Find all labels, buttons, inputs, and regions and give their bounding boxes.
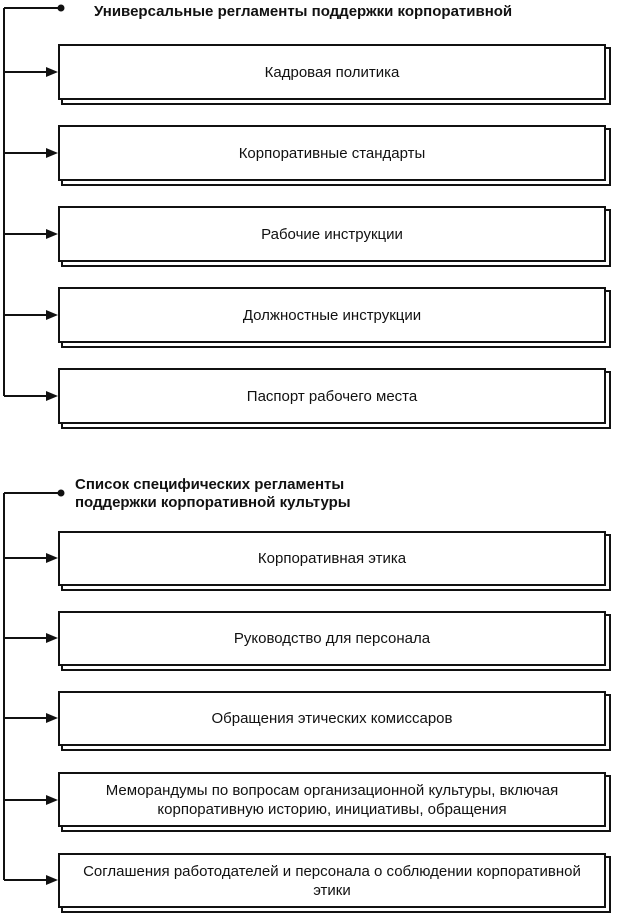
- regulation-box-corporate-ethics: Корпоративная этика: [58, 531, 606, 586]
- title2-dot: [57, 489, 65, 497]
- arrow-head-5: [46, 391, 58, 401]
- arrow-head-10: [46, 875, 58, 885]
- arrow-head-2: [46, 148, 58, 158]
- regulation-box-staff-guide: Руководство для персонала: [58, 611, 606, 666]
- regulation-box-personnel-policy: Кадровая политика: [58, 44, 606, 100]
- section1-title: Универсальные регламенты поддержки корпо…: [94, 3, 513, 20]
- box-label: Корпоративная этика: [257, 550, 407, 567]
- section2-title: Список специфических регламенты поддержк…: [75, 476, 351, 511]
- section1-connectors: [3, 4, 65, 401]
- box-label: Рабочие инструкции: [261, 225, 403, 243]
- section2-connectors: [3, 489, 65, 885]
- box-label: Паспорт рабочего места: [246, 387, 418, 405]
- box-label: Кадровая политика: [264, 63, 400, 81]
- arrow-head-6: [46, 553, 58, 563]
- box-label: Меморандумы по вопросам организационной …: [105, 781, 559, 818]
- regulation-box-workplace-passport: Паспорт рабочего места: [58, 368, 606, 424]
- arrow-head-3: [46, 229, 58, 239]
- regulation-box-agreements: Соглашения работодателей и персонала о с…: [58, 853, 606, 908]
- regulation-box-work-instructions: Рабочие инструкции: [58, 206, 606, 262]
- regulation-box-job-descriptions: Должностные инструкции: [58, 287, 606, 343]
- box-label: Руководство для персонала: [233, 630, 431, 647]
- title1-dot: [57, 4, 65, 12]
- regulation-box-memoranda: Меморандумы по вопросам организационной …: [58, 772, 606, 827]
- box-label: Должностные инструкции: [242, 306, 422, 324]
- box-label: Соглашения работодателей и персонала о с…: [83, 862, 581, 899]
- box-label: Корпоративные стандарты: [238, 144, 426, 162]
- arrow-head-1: [46, 67, 58, 77]
- regulation-box-ethics-commissioners: Обращения этических комиссаров: [58, 691, 606, 746]
- box-label: Обращения этических комиссаров: [211, 710, 453, 727]
- arrow-head-8: [46, 713, 58, 723]
- arrow-head-9: [46, 795, 58, 805]
- arrow-head-4: [46, 310, 58, 320]
- regulation-box-corporate-standards: Корпоративные стандарты: [58, 125, 606, 181]
- arrow-head-7: [46, 633, 58, 643]
